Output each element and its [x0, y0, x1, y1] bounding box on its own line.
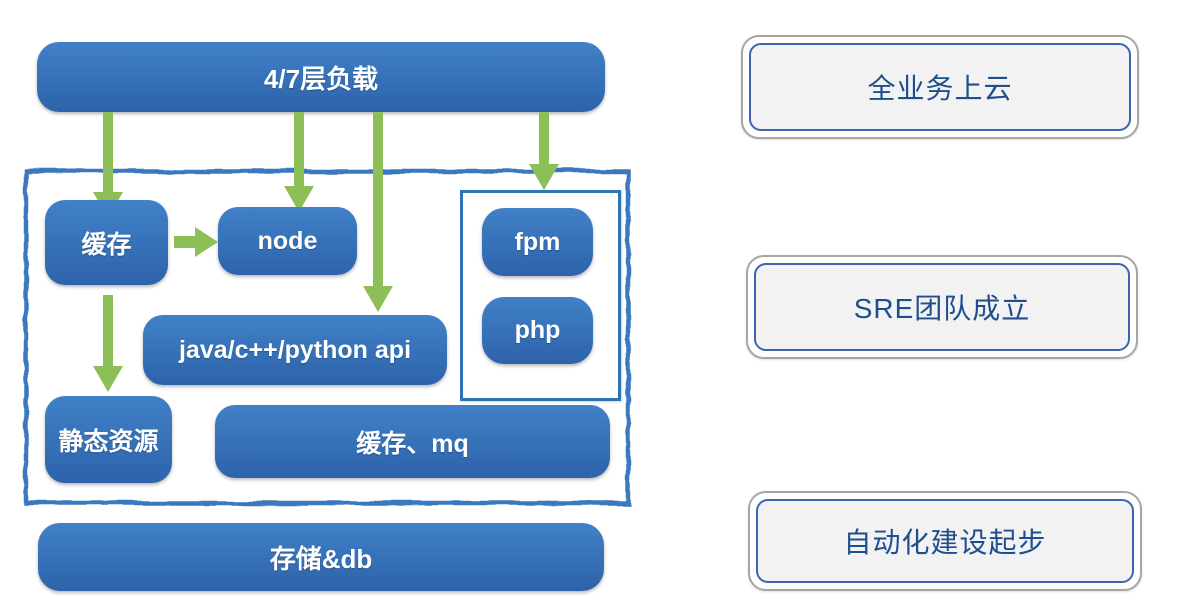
milestone-automation-start: 自动化建设起步: [748, 491, 1142, 591]
milestone-automation-start-label: 自动化建设起步: [756, 499, 1134, 583]
fpm-box: fpm: [482, 208, 593, 276]
cache-box: 缓存: [45, 200, 168, 285]
cache-mq-box: 缓存、mq: [215, 405, 610, 478]
sketch-container-frame: [23, 168, 631, 506]
arrow-lb-to-api: [373, 112, 383, 286]
milestone-sre-team-label: SRE团队成立: [754, 263, 1130, 351]
storage-db-box: 存储&db: [38, 523, 604, 591]
load-balancer-box: 4/7层负载: [37, 42, 605, 112]
arrow-lb-to-fpm: [539, 112, 549, 164]
api-box: java/c++/python api: [143, 315, 447, 385]
node-box: node: [218, 207, 357, 275]
arrow-lb-to-cache: [103, 112, 113, 192]
milestone-sre-team: SRE团队成立: [746, 255, 1138, 359]
milestone-cloud-migration-label: 全业务上云: [749, 43, 1131, 131]
fpm-php-group-frame: [460, 190, 621, 401]
milestone-cloud-migration: 全业务上云: [741, 35, 1139, 139]
php-box: php: [482, 297, 593, 364]
arrow-cache-to-node: [174, 236, 195, 248]
container-rect: [23, 168, 631, 506]
arrow-lb-to-node: [294, 112, 304, 186]
static-resources-box: 静态资源: [45, 396, 172, 483]
arrow-cache-to-static: [103, 295, 113, 366]
